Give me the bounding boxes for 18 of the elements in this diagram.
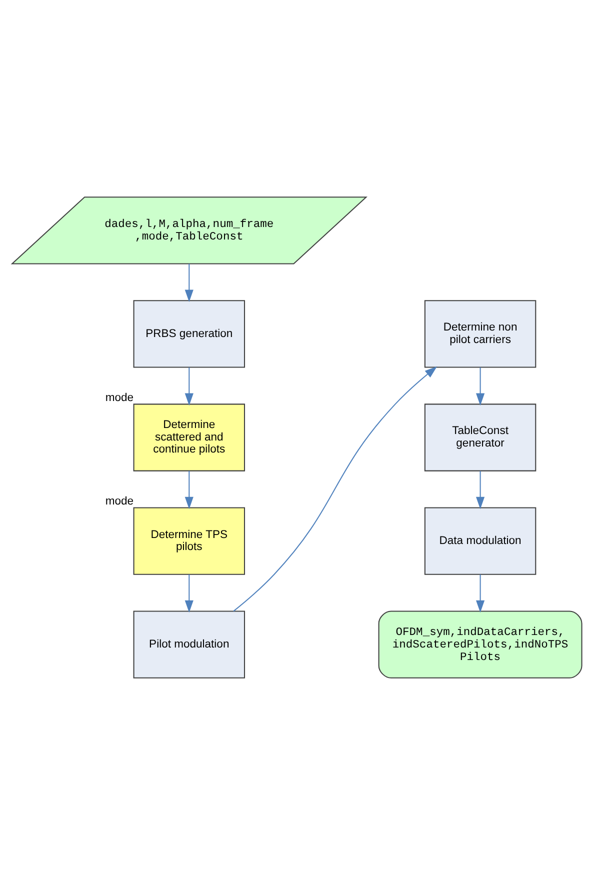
node-box: Data modulation — [424, 506, 536, 574]
node-box: Determine non pilot carriers — [424, 300, 536, 368]
node-box: Determine TPS pilots — [133, 506, 246, 574]
node-box: TableConst generator — [424, 403, 536, 471]
node-box: Pilot modulation — [133, 610, 246, 678]
arrow — [476, 366, 485, 406]
arrow — [184, 574, 194, 612]
node-label: mode — [105, 494, 134, 507]
arrow — [476, 470, 485, 509]
arrow — [184, 470, 194, 509]
node-box: PRBS generation — [133, 300, 246, 368]
node-box: Determine scattered and continue pilots — [133, 403, 246, 471]
arrow — [184, 366, 194, 406]
arrow — [233, 366, 438, 612]
node-box: OFDM_sym,indDataCarriers, indScateredPilots,indNoTPS Pilots — [378, 610, 582, 678]
arrow — [184, 263, 194, 302]
node-label: mode — [105, 391, 134, 404]
arrow — [476, 574, 485, 612]
